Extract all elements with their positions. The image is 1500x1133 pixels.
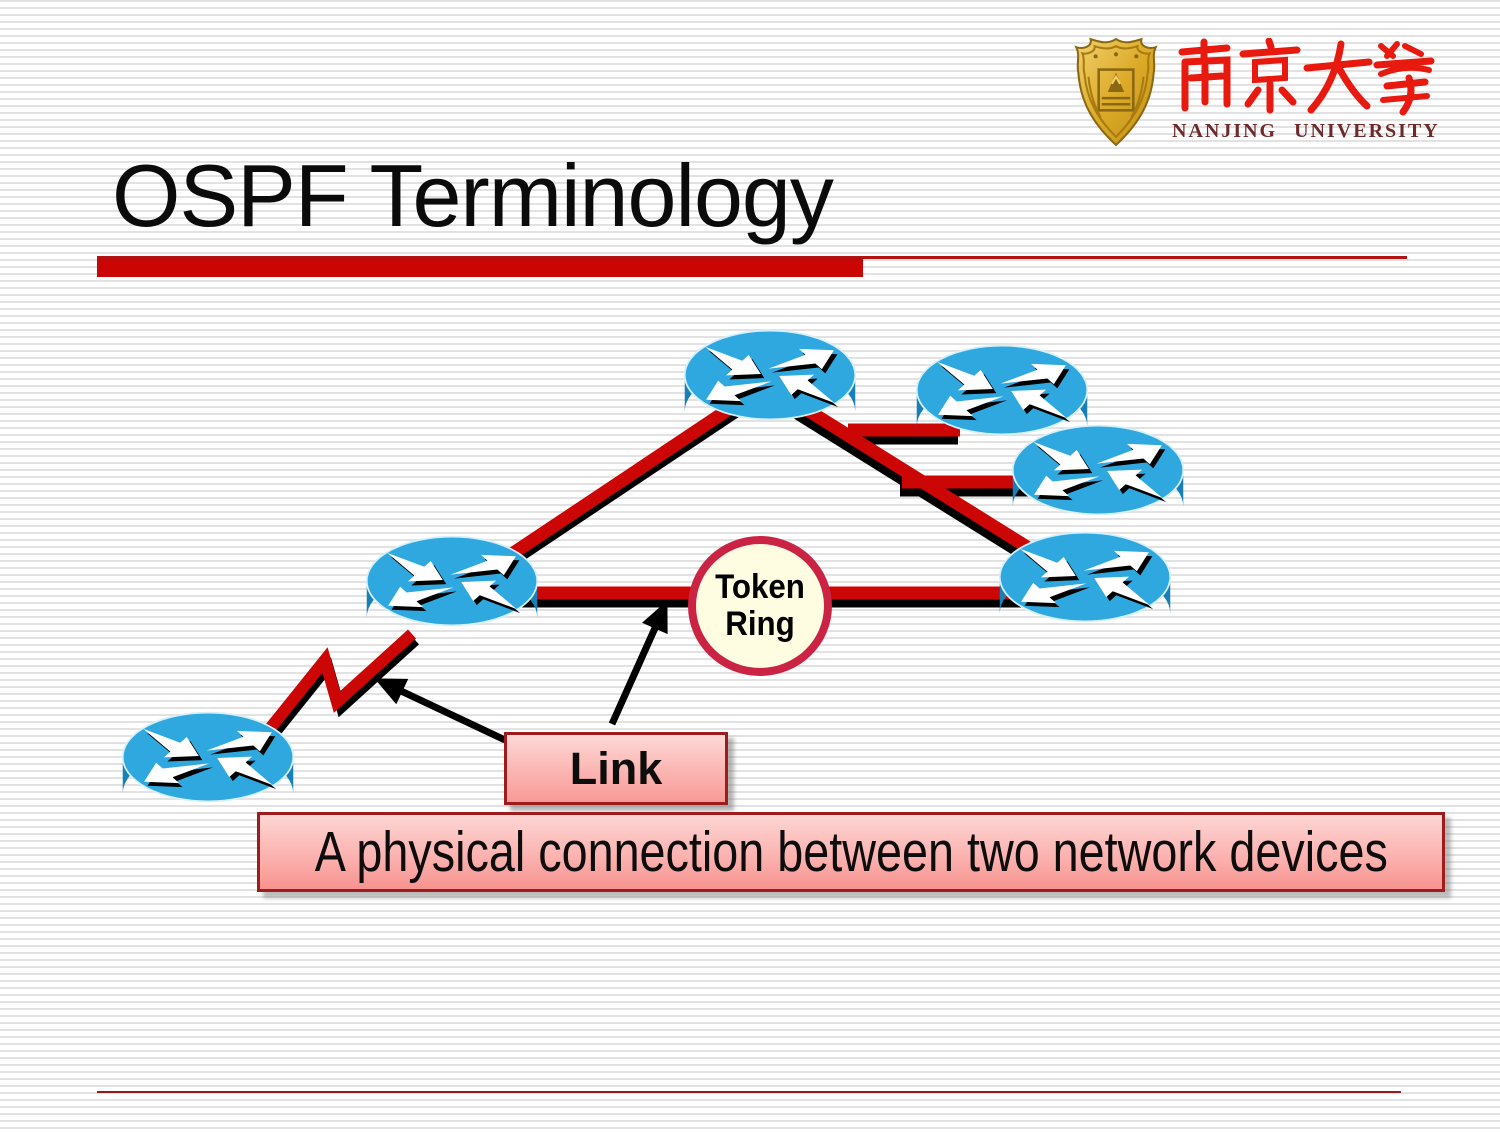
router-icon-middle-left bbox=[367, 537, 538, 626]
caption-box: A physical connection between two networ… bbox=[257, 812, 1445, 892]
router-icon-bottom-left bbox=[123, 713, 294, 802]
annotation-arrows bbox=[374, 600, 668, 744]
link-label: Link bbox=[569, 742, 663, 794]
nju-shield-icon bbox=[1074, 37, 1158, 147]
nanjing-university-logo: NANJING UNIVERSITY bbox=[1060, 30, 1440, 150]
serial-link-zigzag bbox=[251, 629, 420, 756]
router-icon-middle-right bbox=[1013, 426, 1184, 515]
router-icon-top bbox=[685, 331, 856, 420]
page-title: OSPF Terminology bbox=[112, 146, 834, 245]
token-ring-label: Token Ring bbox=[715, 568, 805, 643]
title-rule-thin bbox=[97, 256, 1407, 259]
footer-rule bbox=[97, 1091, 1401, 1093]
router-icon-top-right bbox=[917, 346, 1088, 435]
router-icon-bottom-right bbox=[1000, 533, 1171, 622]
token-ring-node: Token Ring bbox=[688, 536, 832, 676]
caption-text: A physical connection between two networ… bbox=[314, 820, 1388, 884]
nju-chinese-calligraphy-icon bbox=[1178, 38, 1435, 116]
link-label-box: Link bbox=[504, 732, 728, 805]
annotation-arrow-to-zigzag bbox=[374, 678, 507, 744]
nju-english-name: NANJING UNIVERSITY bbox=[1172, 120, 1440, 142]
title-rule-thick bbox=[97, 259, 863, 277]
annotation-arrow-to-link bbox=[608, 600, 668, 726]
